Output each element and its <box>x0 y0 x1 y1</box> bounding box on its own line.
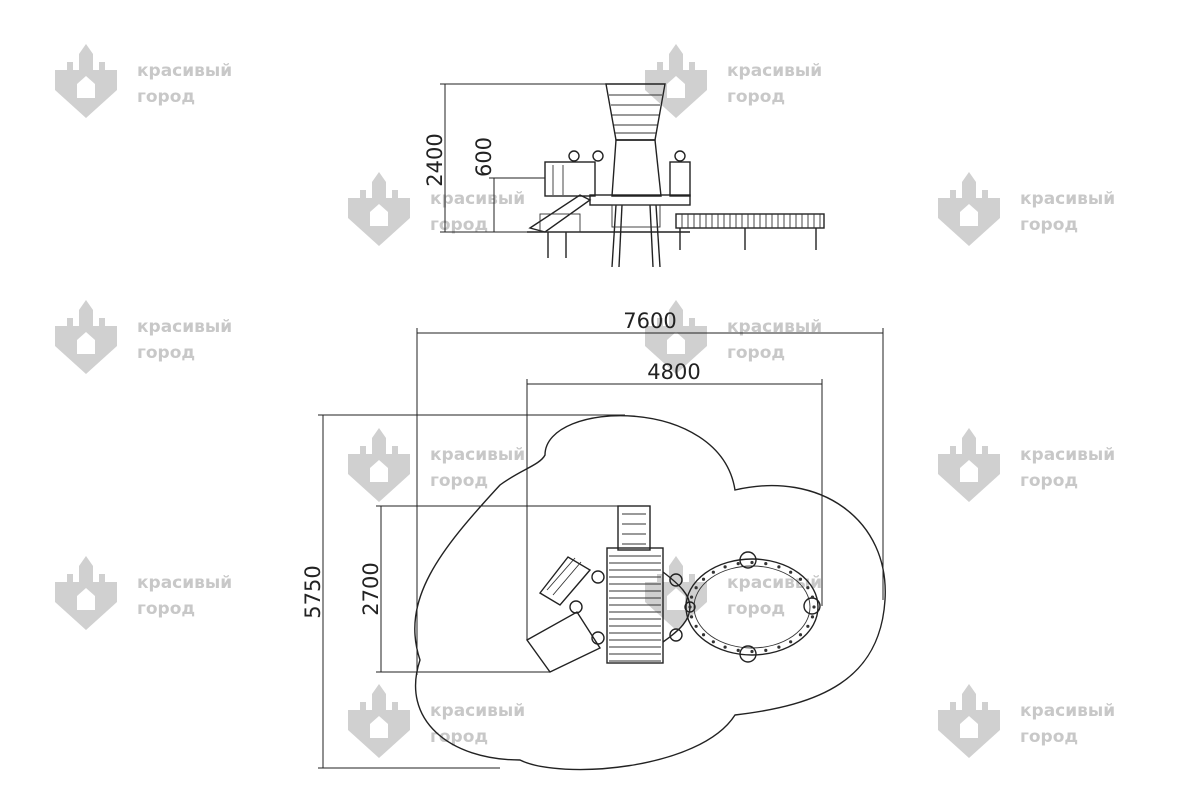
plan-view <box>414 415 886 771</box>
watermark-line2: город <box>430 471 488 491</box>
watermark-line1: красивый <box>1020 701 1115 721</box>
watermark-line2: город <box>727 87 785 107</box>
watermark-logo: красивый город <box>645 44 822 118</box>
watermark-logo: красивый город <box>55 300 232 374</box>
watermark-line2: город <box>137 87 195 107</box>
watermark-line1: красивый <box>137 573 232 593</box>
side-view-dimension-lines <box>440 83 606 233</box>
watermark-line2: город <box>727 599 785 619</box>
watermark-logo: красивый город <box>55 556 232 630</box>
watermark-logo: красивый город <box>938 428 1115 502</box>
watermark-line1: красивый <box>430 189 525 209</box>
side-elevation-view <box>527 83 825 268</box>
dim-label-2400: 2400 <box>423 133 447 186</box>
watermark-line2: город <box>1020 727 1078 747</box>
watermark-line2: город <box>727 343 785 363</box>
watermark-layer: красивый город красивый город красивый город к… <box>55 44 1115 758</box>
dim-label-2700: 2700 <box>359 562 383 615</box>
watermark-line1: красивый <box>137 61 232 81</box>
watermark-line1: красивый <box>1020 189 1115 209</box>
watermark-line1: красивый <box>430 445 525 465</box>
watermark-line2: город <box>137 599 195 619</box>
watermark-line2: город <box>137 343 195 363</box>
watermark-line2: город <box>430 727 488 747</box>
watermark-logo: красивый город <box>645 556 822 630</box>
watermark-line1: красивый <box>430 701 525 721</box>
watermark-line1: красивый <box>727 317 822 337</box>
dim-label-7600: 7600 <box>623 309 676 333</box>
watermark-logo: красивый город <box>938 172 1115 246</box>
watermark-logo: красивый город <box>348 684 525 758</box>
dim-label-4800: 4800 <box>647 360 700 384</box>
dim-label-600: 600 <box>472 137 496 177</box>
watermark-line2: город <box>1020 471 1078 491</box>
watermark-logo: красивый город <box>55 44 232 118</box>
watermark-logo: красивый город <box>645 300 822 374</box>
watermark-line1: красивый <box>727 61 822 81</box>
watermark-line2: город <box>1020 215 1078 235</box>
watermark-line1: красивый <box>137 317 232 337</box>
watermark-line1: красивый <box>1020 445 1115 465</box>
dim-label-5750: 5750 <box>301 565 325 618</box>
watermark-logo: красивый город <box>348 428 525 502</box>
watermark-logo: красивый город <box>938 684 1115 758</box>
plan-view-dimension-lines <box>318 328 884 769</box>
watermark-line1: красивый <box>727 573 822 593</box>
